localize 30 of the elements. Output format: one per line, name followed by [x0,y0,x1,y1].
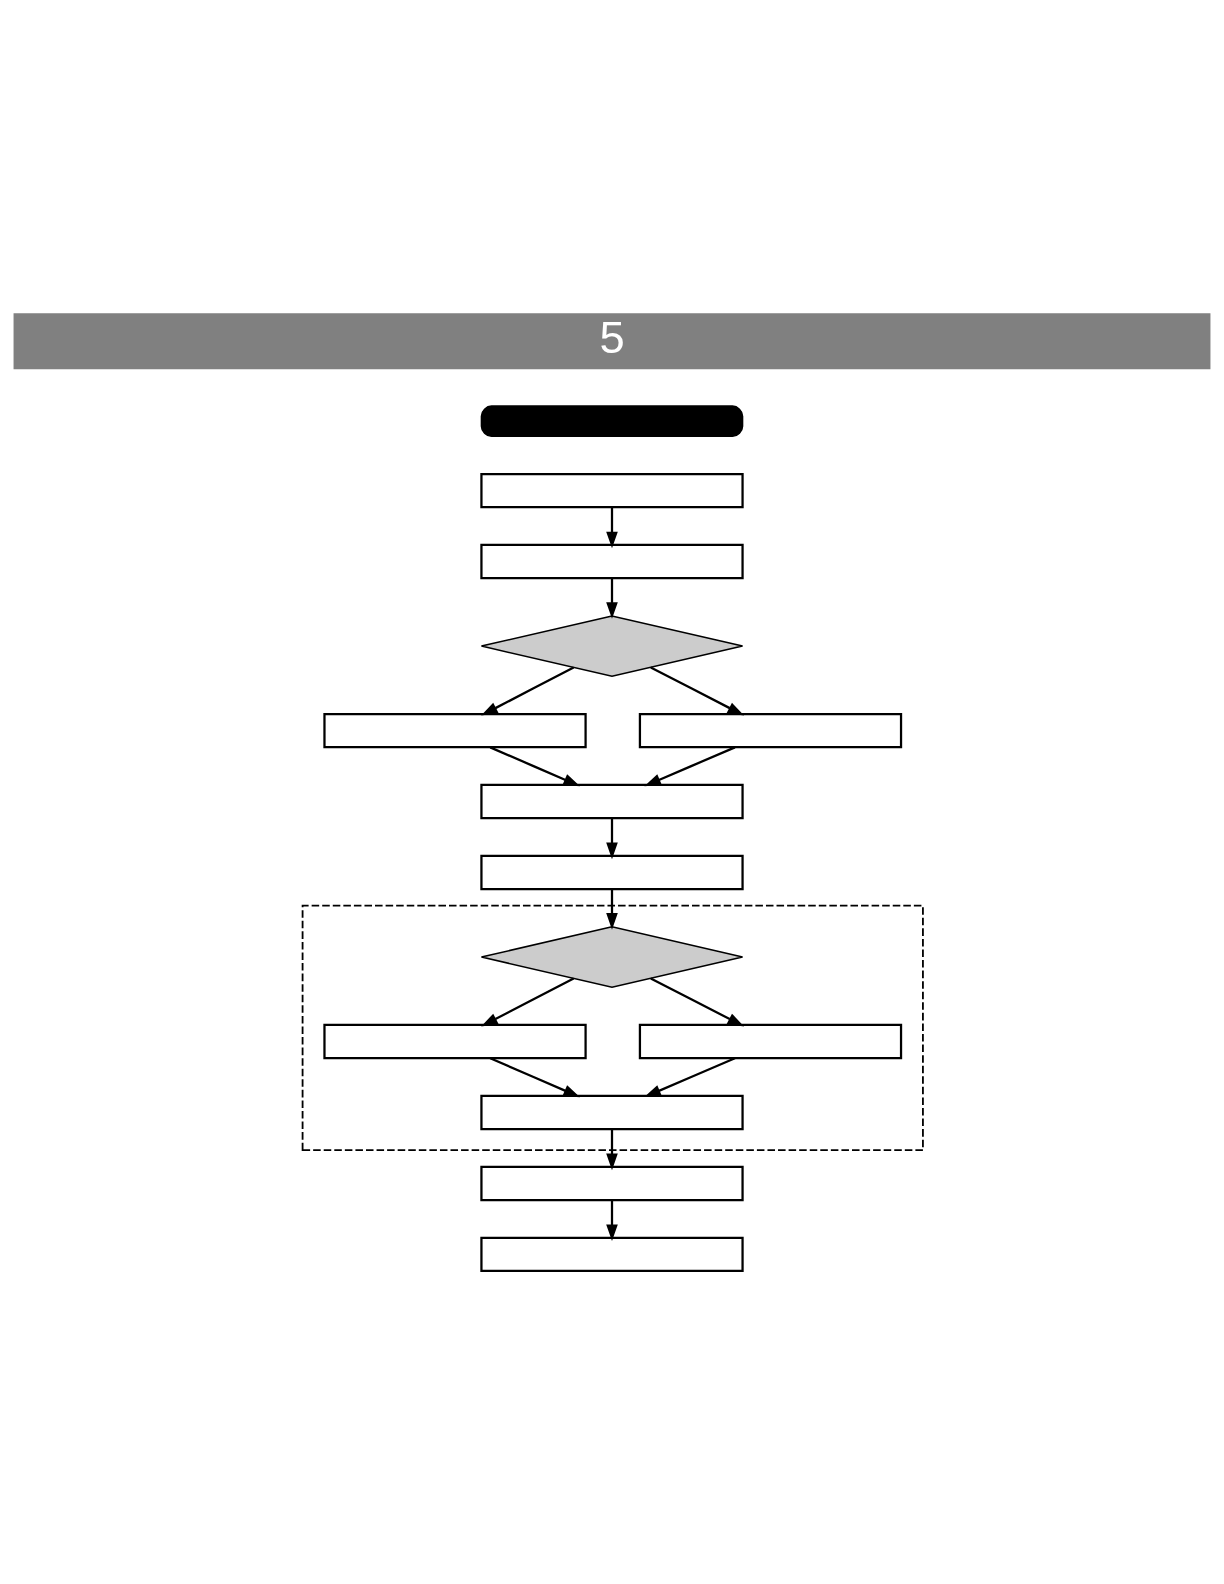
arrow [489,745,581,786]
arrow [606,889,618,930]
arrow [650,976,745,1026]
node-box [480,1165,744,1201]
arrow [489,1056,581,1097]
node-box [323,712,587,748]
arrow [606,507,618,548]
node-bar [480,404,744,437]
node-diamond [480,614,744,677]
arrow [606,1200,618,1241]
arrow [606,818,618,859]
node-box [480,783,744,819]
arrow [481,666,575,716]
node-box [638,712,903,748]
node-box [638,1023,903,1059]
node-box [480,543,744,579]
arrow [650,666,745,716]
arrow [644,745,736,786]
arrow [644,1056,736,1097]
cluster [301,904,924,1151]
node-diamond [480,925,744,988]
node-box [480,1094,744,1130]
node-box [480,1236,744,1272]
arrow [606,578,618,619]
node-box [480,472,744,508]
arrow [606,1129,618,1170]
node-box [480,854,744,890]
node-box [323,1023,587,1059]
node-box: 5 [13,312,1211,369]
arrow [481,976,575,1026]
